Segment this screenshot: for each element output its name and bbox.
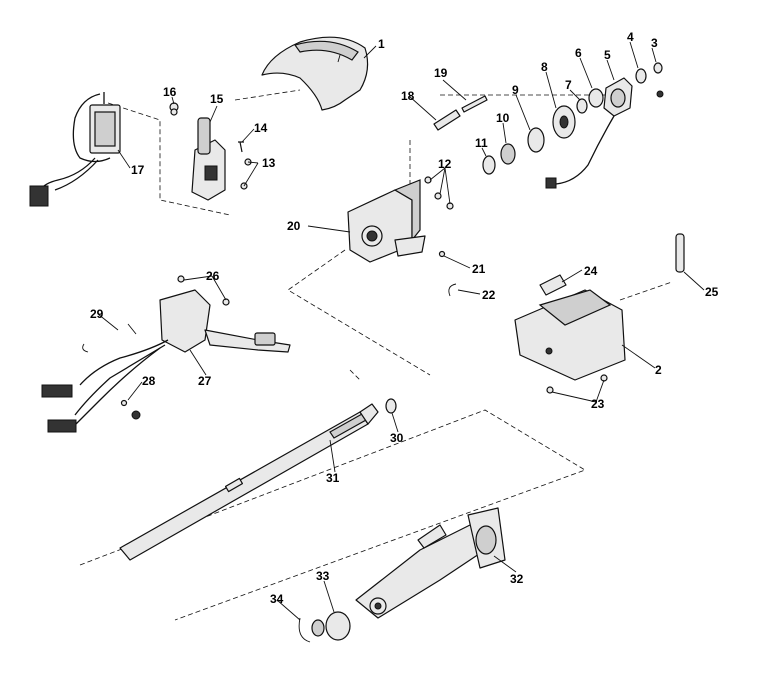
- callout-8: 8: [541, 60, 548, 74]
- part-17-module: [29, 92, 121, 207]
- callout-23: 23: [591, 397, 605, 411]
- callout-29: 29: [90, 307, 104, 321]
- part-31-shaft: [119, 398, 397, 561]
- callout-20: 20: [287, 219, 301, 233]
- parts-bearing-stack: [482, 62, 664, 189]
- callout-1: 1: [378, 37, 385, 51]
- callout-32: 32: [510, 572, 524, 586]
- callout-9: 9: [512, 83, 519, 97]
- callout-22: 22: [482, 288, 496, 302]
- callout-25: 25: [705, 285, 719, 299]
- part-32-jacket: [298, 507, 506, 643]
- part-1-upper-shroud: [261, 36, 369, 111]
- callout-30: 30: [390, 431, 404, 445]
- callout-31: 31: [326, 471, 340, 485]
- assembly-lines: [79, 89, 673, 621]
- callout-4: 4: [627, 30, 634, 44]
- part-18-19-pins: [433, 95, 488, 131]
- callout-7: 7: [565, 78, 572, 92]
- callout-21: 21: [472, 262, 486, 276]
- callout-3: 3: [651, 36, 658, 50]
- callout-13: 13: [262, 156, 276, 170]
- callout-5: 5: [604, 48, 611, 62]
- callout-27: 27: [198, 374, 212, 388]
- part-20-housing: [347, 176, 457, 297]
- callout-6: 6: [575, 46, 582, 60]
- callout-12: 12: [438, 157, 452, 171]
- leader-lines: [97, 41, 705, 621]
- callout-28: 28: [142, 374, 156, 388]
- callout-10: 10: [496, 111, 510, 125]
- part-2-lower-cover: [514, 233, 685, 394]
- callout-33: 33: [316, 569, 330, 583]
- callout-11: 11: [475, 136, 488, 150]
- callout-16: 16: [163, 85, 177, 99]
- callout-34: 34: [270, 592, 284, 606]
- callout-17: 17: [131, 163, 145, 177]
- part-15-lock-housing: [169, 102, 252, 201]
- callout-26: 26: [206, 269, 220, 283]
- callout-24: 24: [584, 264, 598, 278]
- callout-labels: 1 2 3 4 5 6 7 8 9 10 11 12 13 14 15 16 1…: [90, 30, 719, 606]
- part-27-switch: [41, 275, 291, 433]
- callout-14: 14: [254, 121, 268, 135]
- callout-19: 19: [434, 66, 448, 80]
- callout-15: 15: [210, 92, 224, 106]
- callout-2: 2: [655, 363, 662, 377]
- callout-18: 18: [401, 89, 415, 103]
